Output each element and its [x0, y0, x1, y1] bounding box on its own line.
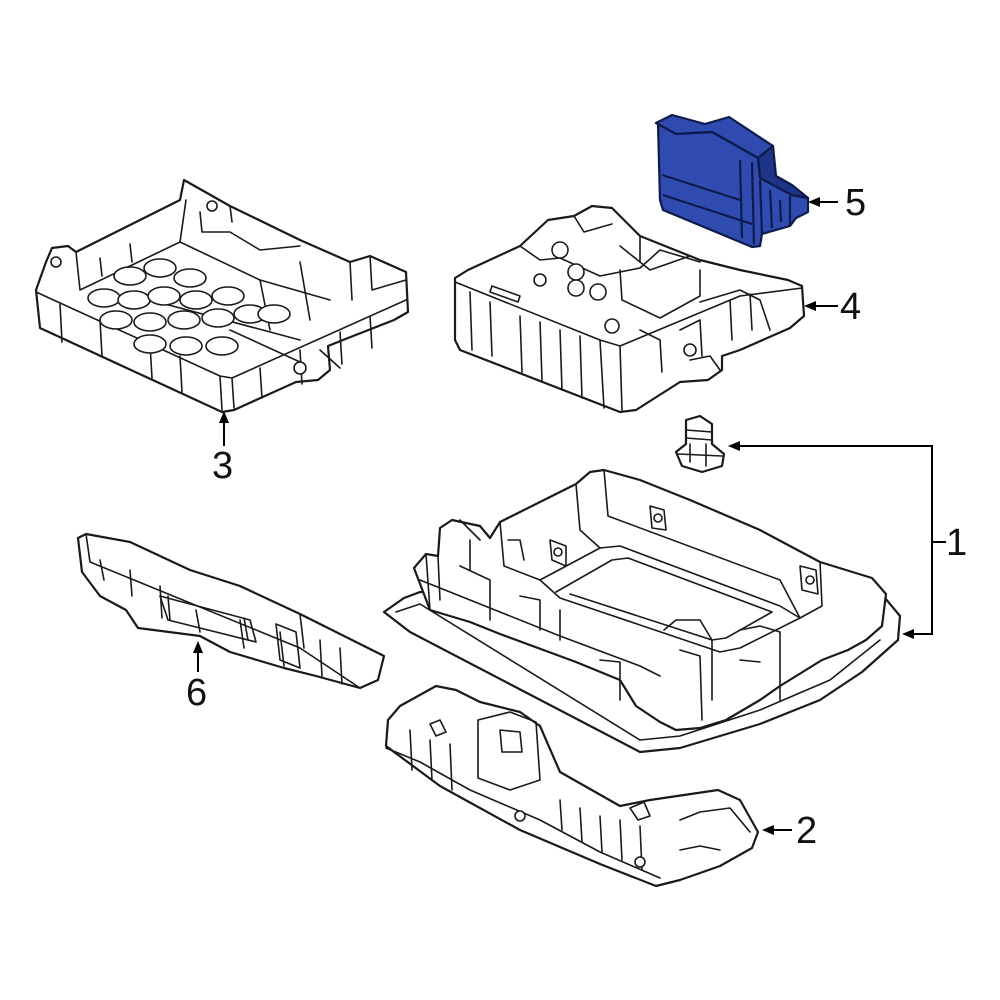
part-1-tabs	[549, 505, 819, 595]
part-4-housing[interactable]	[453, 204, 806, 414]
part-2-cover[interactable]	[384, 684, 760, 888]
part-1-tab-hole	[653, 513, 663, 523]
leader-1-bracket	[732, 445, 946, 635]
part-5-edge-lines	[661, 159, 792, 245]
part-4-hole	[551, 241, 569, 259]
part-2-hole	[634, 856, 646, 868]
callout-4: 4	[840, 286, 861, 328]
leader-3-arrow	[219, 411, 229, 423]
part-2-hole	[514, 810, 526, 822]
part-2-top-features	[385, 711, 661, 879]
part-1-walls	[419, 469, 823, 677]
leader-2-arrow	[762, 825, 774, 835]
part-4-hole	[533, 273, 547, 287]
part-1-main-body	[412, 468, 888, 732]
part-6-bracket[interactable]	[76, 532, 386, 690]
part-1-clip-body	[674, 414, 726, 474]
callout-3: 3	[212, 445, 233, 487]
part-4-outline	[453, 204, 806, 414]
callout-2: 2	[796, 810, 817, 852]
part-4-slot	[489, 285, 521, 303]
part-1-front-details	[459, 519, 781, 721]
part-3-mount-hole	[293, 361, 307, 375]
part-6-cylinder	[159, 595, 301, 669]
part-5-side-face	[756, 144, 810, 200]
part-4-hole	[567, 279, 585, 297]
leader-6-arrow	[193, 641, 203, 653]
part-1-tab-hole	[805, 575, 815, 585]
part-4-hole	[567, 263, 585, 281]
part-1-flange-edge	[395, 603, 881, 741]
part-3-cups	[87, 258, 291, 356]
part-1-tab-hole	[553, 547, 563, 557]
part-2-outline	[384, 684, 760, 888]
part-5-front-face	[654, 121, 810, 249]
part-1-console[interactable]	[382, 468, 902, 754]
leader-1-arrow-clip	[728, 441, 740, 451]
callout-5: 5	[845, 182, 866, 224]
part-3-tray[interactable]	[34, 178, 410, 414]
part-3-mount-hole	[50, 256, 62, 268]
part-2-ribs	[409, 729, 751, 871]
part-4-hole	[604, 318, 620, 334]
leader-5-arrow	[808, 197, 820, 207]
part-6-outline	[76, 532, 386, 690]
leader-1-arrow-console	[902, 629, 914, 639]
callout-1: 1	[946, 522, 967, 564]
part-1-clip-ridges	[677, 429, 723, 467]
part-4-hole	[683, 343, 697, 357]
part-1-clip[interactable]	[674, 414, 726, 474]
callout-leaders	[193, 197, 946, 835]
part-4-top-edge	[454, 281, 803, 411]
part-3-mount-hole	[206, 200, 218, 212]
leader-4-arrow	[804, 301, 816, 311]
part-4-top-features	[519, 215, 771, 373]
part-4-hole	[589, 283, 607, 301]
part-5-module[interactable]	[654, 113, 810, 249]
callout-labels: 5 4 3 1 6 2	[186, 182, 967, 852]
callout-6: 6	[186, 672, 207, 714]
